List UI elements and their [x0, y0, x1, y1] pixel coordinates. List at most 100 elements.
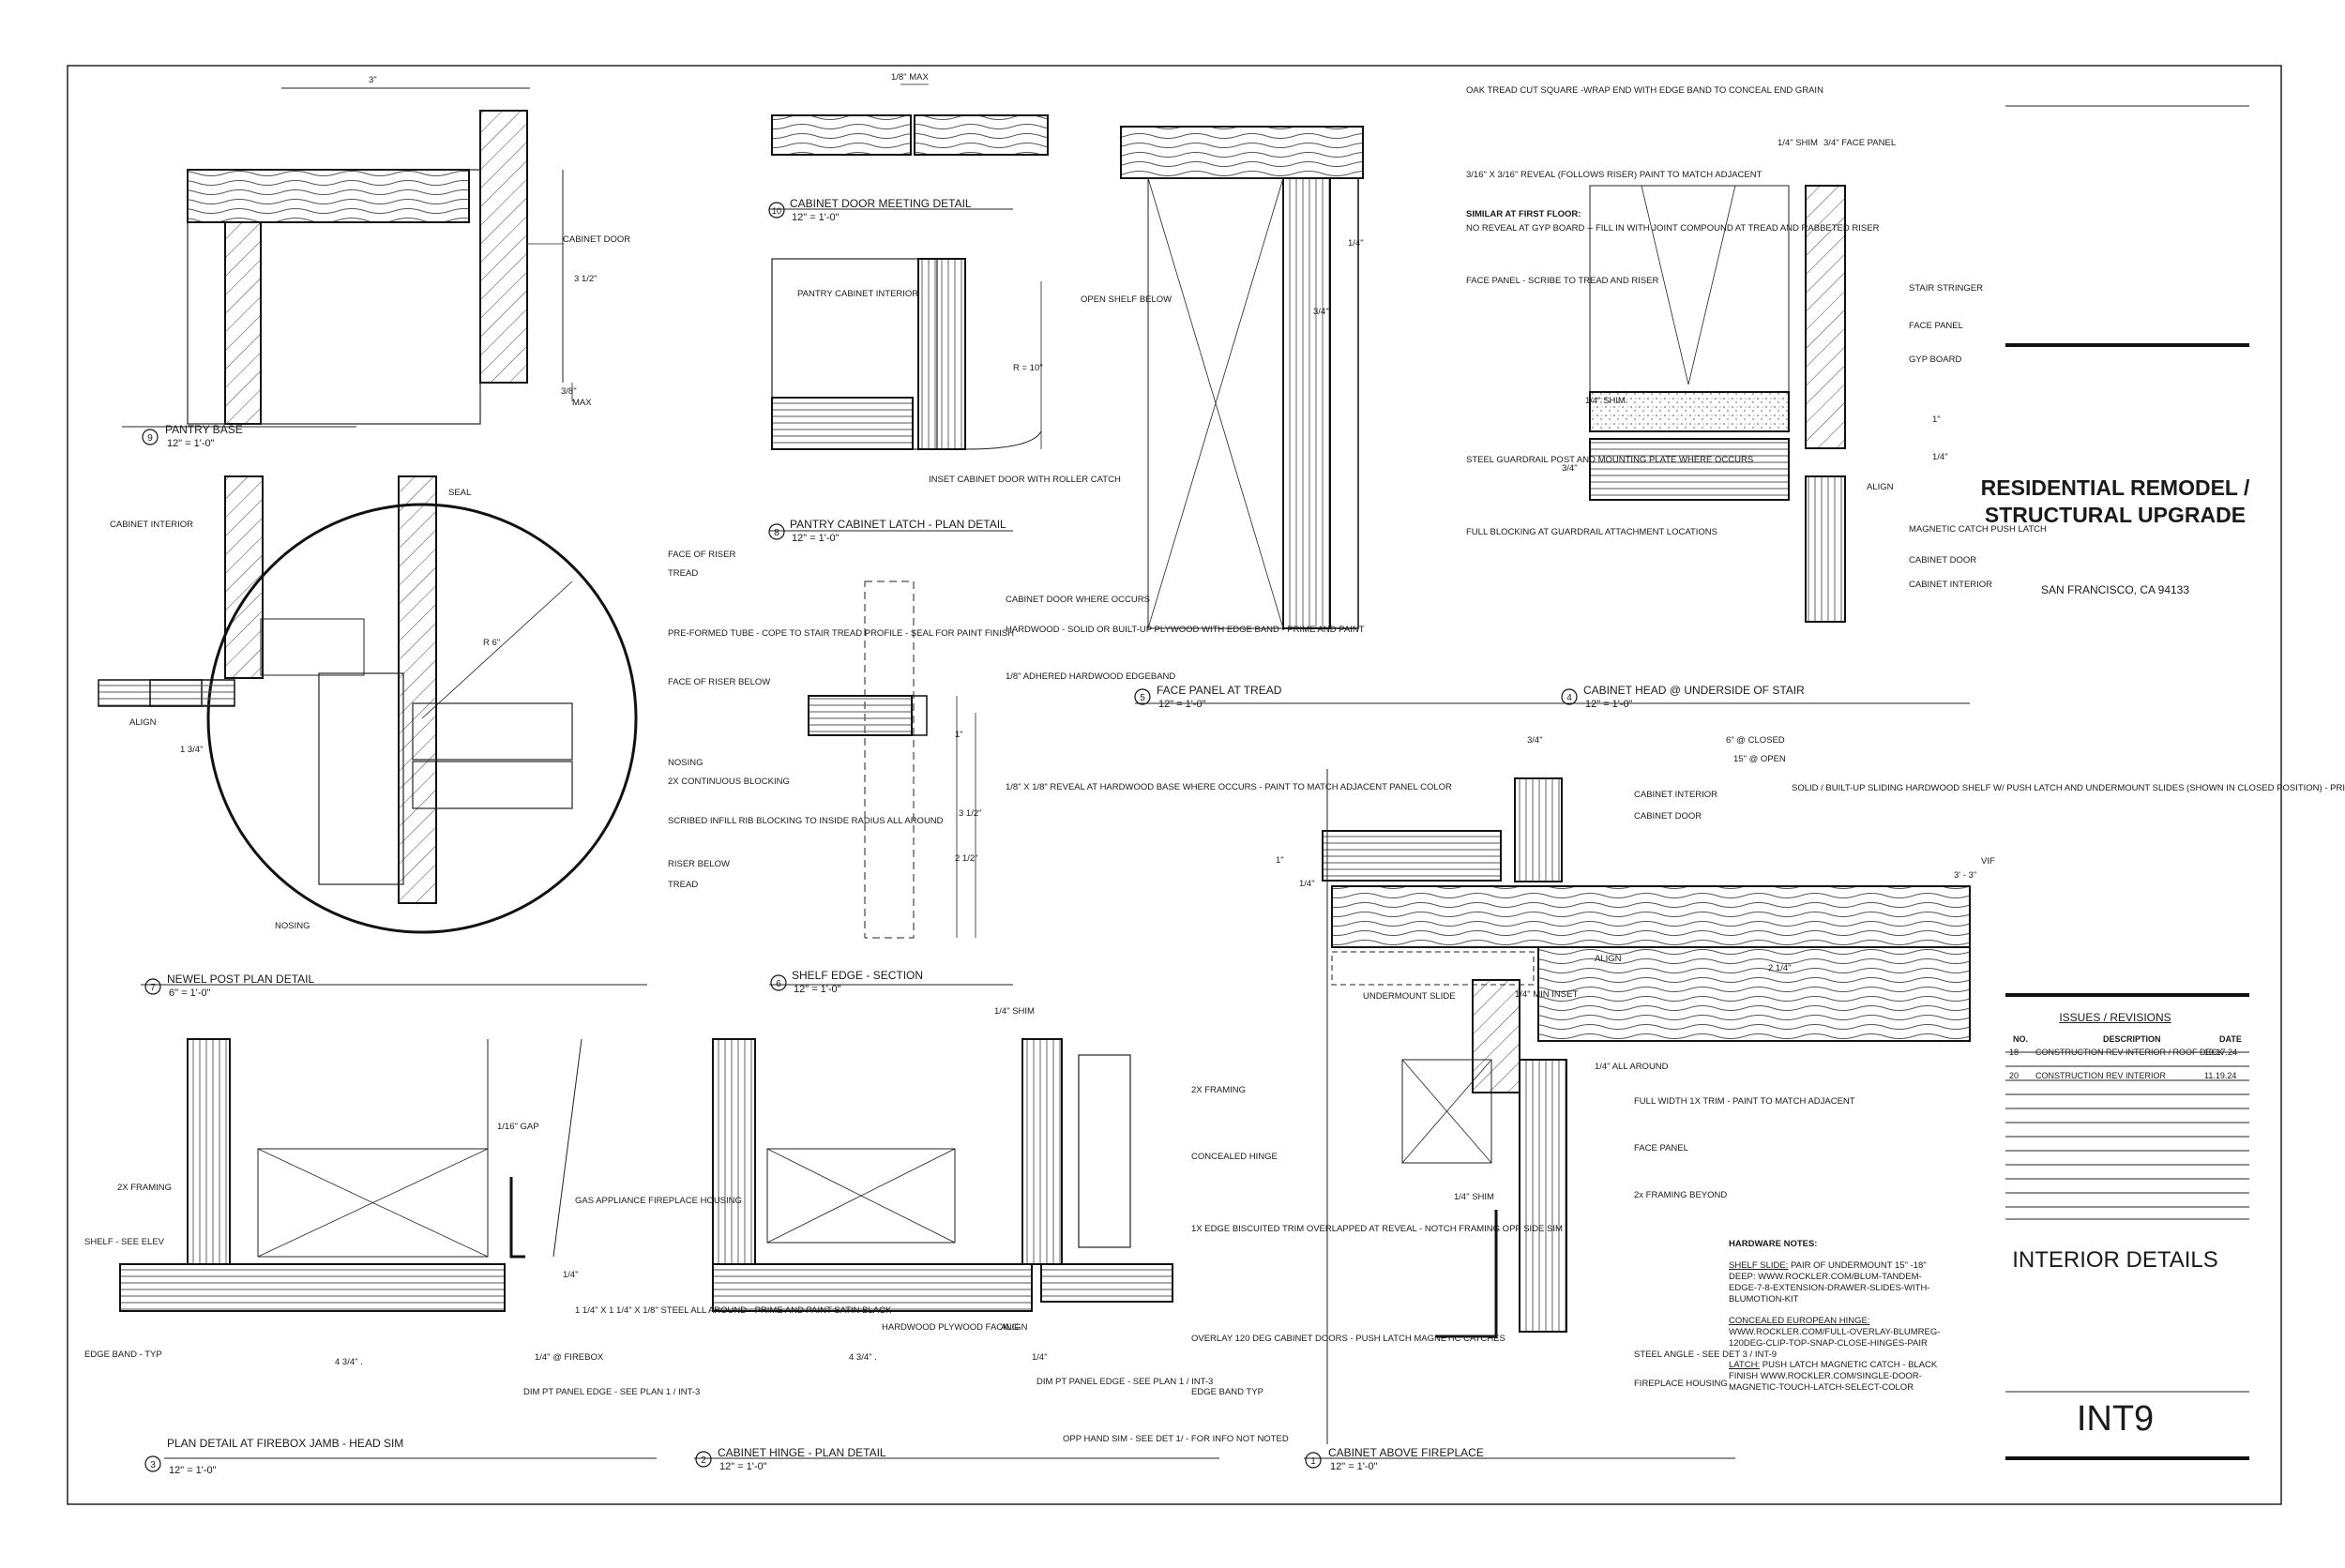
dim-d4-1-4: 1/4" — [1932, 452, 1948, 462]
note-d9-cabinet-door: CABINET DOOR — [563, 234, 630, 245]
detail-2-graphic — [694, 1038, 1219, 1459]
note-d2-edge-band: EDGE BAND TYP — [1191, 1387, 1263, 1397]
detail-bubble-2 — [695, 1451, 712, 1468]
detail-scale-7: 6" = 1'-0" — [169, 988, 211, 999]
project-location: SAN FRANCISCO, CA 94133 — [2040, 583, 2190, 596]
note-d6-hardwood: HARDWOOD - SOLID OR BUILT-UP PLYWOOD WIT… — [1006, 625, 1365, 635]
note-d2-align: ALIGN — [1001, 1322, 1028, 1333]
rev-col-description: DESCRIPTION — [2103, 1034, 2161, 1044]
note-d7-seal: SEAL — [448, 488, 471, 498]
detail-number-8: 8 — [774, 528, 779, 538]
note-d1-shim: 1/4" SHIM — [1454, 1192, 1494, 1202]
detail-scale-3: 12" = 1'-0" — [169, 1465, 217, 1476]
dim-d8-radius: R = 10" — [1013, 363, 1043, 373]
rev-row-1-no: 18 — [2009, 1048, 2019, 1057]
note-d2-overlay: OVERLAY 120 DEG CABINET DOORS - PUSH LAT… — [1191, 1334, 1505, 1344]
detail-3-graphic — [119, 1038, 657, 1459]
note-d4-shim: 1/4" SHIM — [1778, 138, 1818, 148]
rev-row-1-date: 10.17.24 — [2204, 1048, 2237, 1057]
hardware-note-shelf: SHELF SLIDE: PAIR OF UNDERMOUNT 15" -18"… — [1729, 1260, 1949, 1305]
note-d1-face-panel: FACE PANEL — [1634, 1143, 1688, 1153]
dim-d2-4-75: 4 3/4" . — [849, 1352, 877, 1363]
rev-col-no: NO. — [2013, 1034, 2028, 1044]
note-d4-align: ALIGN — [1867, 482, 1894, 492]
sheet-border — [67, 65, 2282, 1505]
sheet-number: INT9 — [2076, 1399, 2155, 1439]
note-d3-steel: 1 1/4" X 1 1/4" X 1/8" STEEL ALL AROUND … — [575, 1305, 892, 1316]
dim-d9-3-5: 3 1/2" — [574, 274, 598, 284]
note-d4-stringer: STAIR STRINGER — [1909, 283, 1983, 294]
note-d5-blocking: FULL BLOCKING AT GUARDRAIL ATTACHMENT LO… — [1466, 527, 1717, 537]
dim-d1-3-4: 3/4" — [1527, 735, 1543, 746]
note-d6-edgeband: 1/8" ADHERED HARDWOOD EDGEBAND — [1006, 671, 1175, 682]
note-d7-infill: SCRIBED INFILL RIB BLOCKING TO INSIDE RA… — [668, 816, 944, 826]
detail-number-4: 4 — [1566, 693, 1572, 703]
note-d5-similar-label: SIMILAR AT FIRST FLOOR: — [1466, 209, 1581, 219]
note-d7-nosing: NOSING — [668, 758, 703, 768]
hardware-note-hinge: CONCEALED EUROPEAN HINGE:WWW.ROCKLER.COM… — [1729, 1316, 1949, 1349]
note-d1-trim: FULL WIDTH 1X TRIM - PAINT TO MATCH ADJA… — [1634, 1096, 1855, 1107]
note-d6-reveal: 1/8" X 1/8" REVEAL AT HARDWOOD BASE WHER… — [1006, 782, 1452, 792]
dim-d3-4-75: 4 3/4" . — [335, 1357, 363, 1367]
note-d8-inset: INSET CABINET DOOR WITH ROLLER CATCH — [929, 475, 1121, 485]
hinge-text: WWW.ROCKLER.COM/FULL-OVERLAY-BLUMREG-120… — [1729, 1327, 1941, 1349]
detail-4-graphic — [1585, 185, 1970, 704]
note-d1-framing: 2x FRAMING BEYOND — [1634, 1190, 1727, 1200]
note-d4-catch: MAGNETIC CATCH PUSH LATCH — [1909, 524, 2047, 535]
detail-number-3: 3 — [150, 1460, 156, 1470]
dim-d9-3-8: 3/8" — [561, 386, 577, 397]
revision-table: NO. DESCRIPTION DATE 18 CONSTRUCTION REV… — [2009, 1034, 2242, 1080]
dim-d5-3-4: 3/4" — [1313, 307, 1329, 317]
detail-number-7: 7 — [150, 983, 156, 993]
revisions-heading: ISSUES / REVISIONS — [2059, 1011, 2171, 1024]
detail-number-5: 5 — [1140, 693, 1145, 703]
detail-scale-9: 12" = 1'-0" — [167, 438, 215, 449]
note-d4-interior: CABINET INTERIOR — [1909, 580, 1992, 590]
detail-bubble-9 — [142, 429, 159, 445]
title-block-lines — [2005, 105, 2249, 1460]
detail-bubble-4 — [1561, 688, 1578, 705]
note-d2-hinge: CONCEALED HINGE — [1191, 1152, 1278, 1162]
shelf-slide-label: SHELF SLIDE: — [1729, 1260, 1789, 1271]
detail-7-graphic — [98, 475, 647, 986]
note-d2-framing: 2X FRAMING — [1191, 1085, 1246, 1095]
note-d6-door: CABINET DOOR WHERE OCCURS — [1006, 595, 1150, 605]
detail-bubble-7 — [144, 978, 161, 995]
note-d4-face-panel: FACE PANEL — [1909, 321, 1963, 331]
rev-row-2-date: 11.19.24 — [2204, 1071, 2236, 1080]
latch-text: PUSH LATCH MAGNETIC CATCH - BLACK FINISH… — [1729, 1360, 1938, 1393]
note-d7-nosing2: NOSING — [275, 921, 310, 931]
detail-bubble-10 — [768, 202, 785, 219]
note-d3-gap: 1/16" GAP — [497, 1122, 539, 1132]
detail-title-10: CABINET DOOR MEETING DETAIL — [790, 197, 972, 210]
note-d5-oak: OAK TREAD CUT SQUARE -WRAP END WITH EDGE… — [1466, 85, 1823, 96]
latch-label: LATCH: — [1729, 1360, 1761, 1370]
note-d7-face-riser-below: FACE OF RISER BELOW — [668, 677, 770, 687]
detail-5-graphic — [1120, 126, 1595, 704]
note-d2-dim-pt: DIM PT PANEL EDGE - SEE PLAN 1 / INT-3 — [1036, 1377, 1213, 1387]
dim-d3-1-4: 1/4" — [563, 1270, 579, 1280]
detail-scale-2: 12" = 1'-0" — [719, 1461, 767, 1472]
detail-number-2: 2 — [701, 1455, 706, 1466]
detail-8-graphic — [769, 258, 1042, 532]
dim-d7-r6: R 6" — [483, 638, 500, 648]
note-d4-door: CABINET DOOR — [1909, 555, 1976, 565]
detail-title-8: PANTRY CABINET LATCH - PLAN DETAIL — [790, 518, 1006, 531]
detail-scale-10: 12" = 1'-0" — [792, 212, 840, 223]
dim-d1-1: 1" — [1276, 855, 1284, 866]
note-d4-shim-v: 1/4" SHIM — [1585, 396, 1626, 406]
dim-d10-max: 1/8" MAX — [891, 72, 929, 83]
dim-d6-2-5: 2 1/2" — [955, 853, 978, 864]
note-d1-shelf: SOLID / BUILT-UP SLIDING HARDWOOD SHELF … — [1792, 783, 2345, 793]
detail-scale-5: 12" = 1'-0" — [1158, 699, 1206, 710]
dim-d6-1: 1" — [955, 730, 963, 740]
detail-bubble-5 — [1134, 688, 1151, 705]
note-d5-reveal: 3/16" X 3/16" REVEAL (FOLLOWS RISER) PAI… — [1466, 170, 1763, 180]
rev-row-1-description: CONSTRUCTION REV INTERIOR / ROOF DECK — [2035, 1048, 2223, 1057]
detail-number-9: 9 — [147, 433, 153, 444]
detail-title-6: SHELF EDGE - SECTION — [792, 969, 923, 982]
note-d1-interior: CABINET INTERIOR — [1634, 790, 1717, 800]
dim-d1-2-25: 2 1/4" — [1768, 963, 1792, 973]
dim-d2-1-4: 1/4" — [1032, 1352, 1048, 1363]
